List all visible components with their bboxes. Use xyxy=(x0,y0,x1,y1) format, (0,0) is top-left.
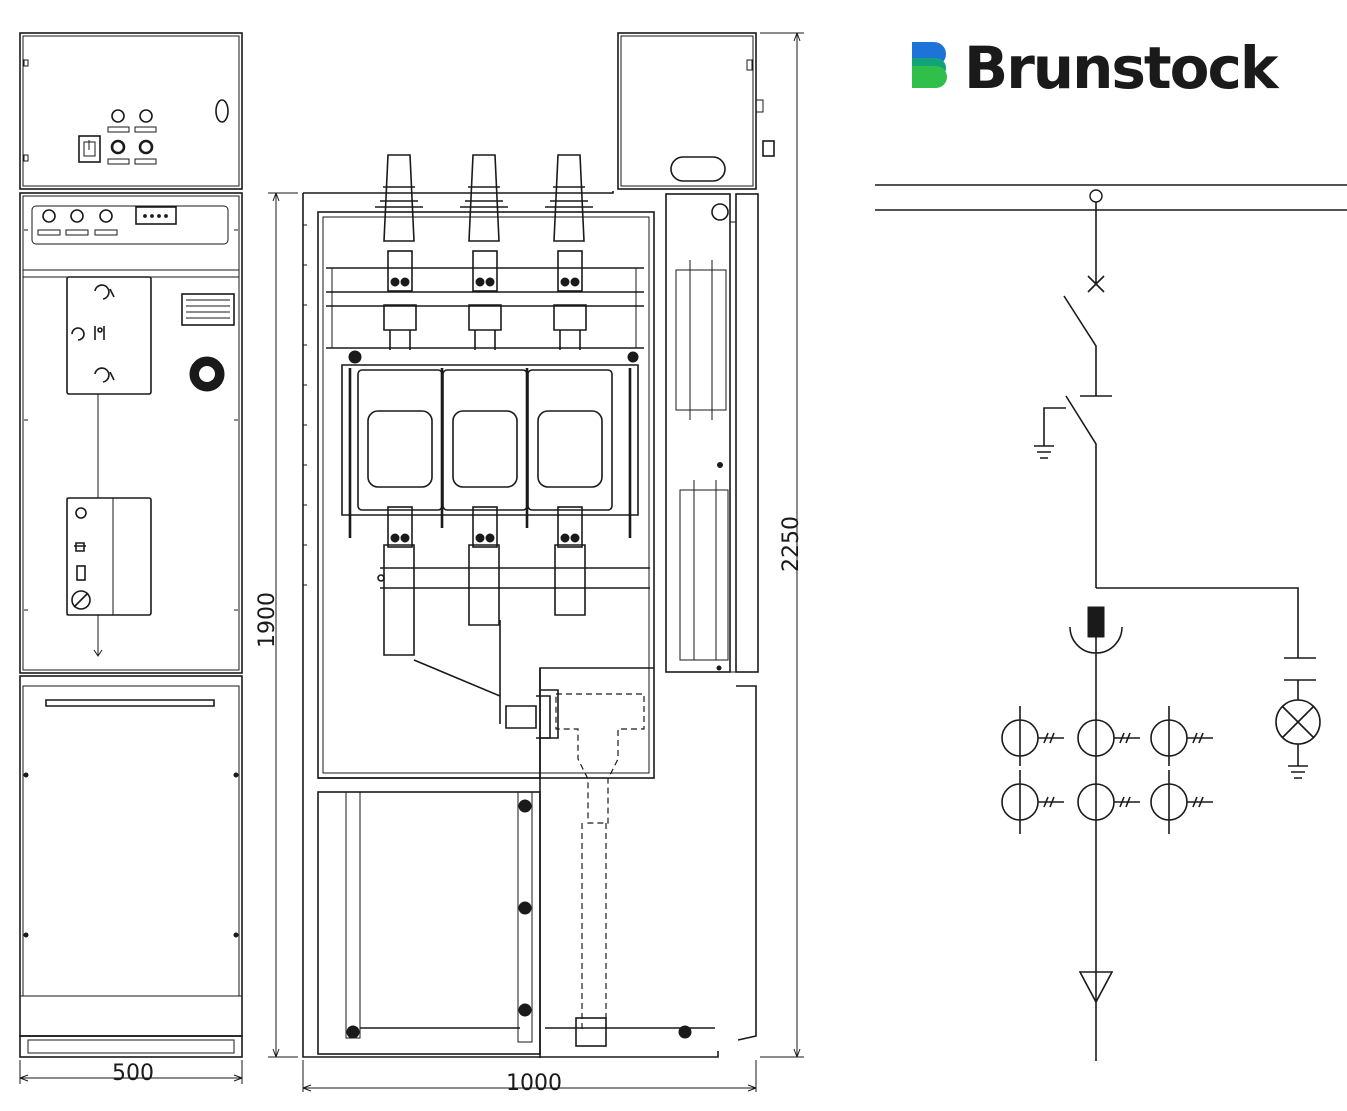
cable-termination xyxy=(505,693,645,1047)
brand-logo: Brunstock xyxy=(912,34,1282,102)
earth-symbol-icon xyxy=(1034,407,1066,459)
side-width-label: 1000 xyxy=(506,1071,562,1096)
cable-termination-icon xyxy=(1078,971,1114,1004)
brand-name: Brunstock xyxy=(964,34,1280,102)
front-view: 500 xyxy=(19,32,243,1086)
logo-mark-icon xyxy=(912,42,947,88)
front-lv-compartment xyxy=(19,32,243,190)
current-transformer-icon xyxy=(1001,706,1213,834)
single-line-diagram xyxy=(875,184,1347,1061)
front-mechanism-panel xyxy=(19,192,243,674)
side-view: 1900 2250 1000 xyxy=(255,32,804,1096)
front-cable-compartment xyxy=(19,675,243,1037)
lamp-symbol-icon xyxy=(1275,699,1321,779)
breaker-poles xyxy=(341,364,639,538)
lower-terminals xyxy=(377,506,650,724)
overall-height-label: 2250 xyxy=(779,516,804,572)
disconnector-contacts xyxy=(348,250,639,364)
front-width-label: 500 xyxy=(112,1061,154,1086)
top-bushings xyxy=(375,154,593,242)
enclosure-height-label: 1900 xyxy=(255,592,280,648)
side-mechanism xyxy=(665,193,759,1041)
